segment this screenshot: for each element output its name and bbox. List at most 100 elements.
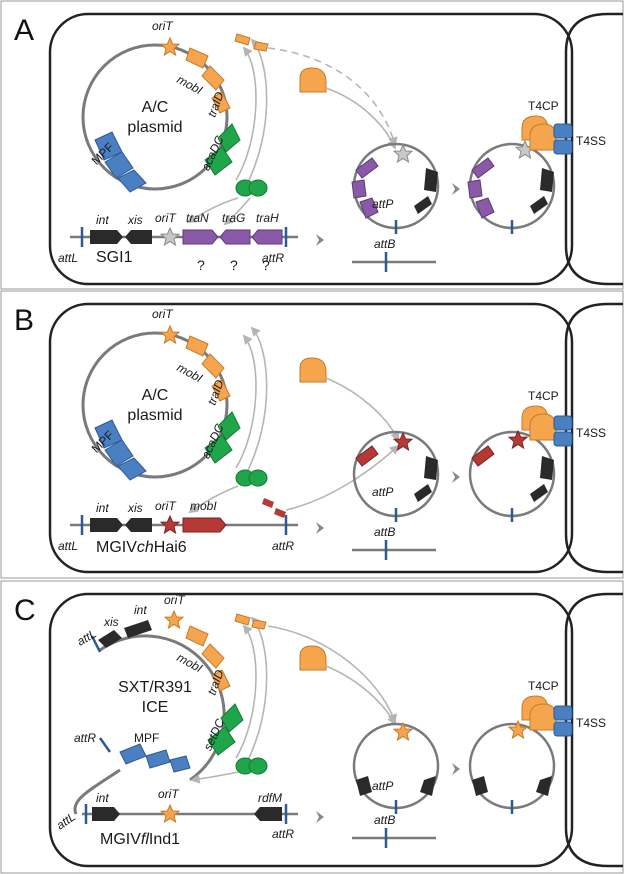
- attr-label-c1: attR: [74, 731, 96, 745]
- mpf-gene-b2: [104, 439, 134, 467]
- arrow-c1: [235, 624, 257, 759]
- transfer-rdfm-c: [536, 776, 552, 796]
- mobi-island-gene-b: [182, 517, 227, 533]
- transfer-mobi-b: [471, 445, 495, 467]
- orit-label-a: oriT: [152, 19, 174, 33]
- setdc-gene-c1: [207, 726, 236, 756]
- question-a1: ?: [197, 257, 205, 273]
- int-gene-a: [90, 230, 123, 244]
- int-island-gene-c: [92, 807, 120, 821]
- t4ss-b1: [553, 415, 573, 431]
- int-label-c: int: [134, 603, 147, 617]
- t4ss-a2: [553, 139, 573, 155]
- tran-label-a: traN: [186, 211, 209, 225]
- excised-tra-a2: [351, 179, 367, 199]
- chevron-b1-icon: [316, 522, 324, 534]
- excised-int-a: [424, 168, 438, 192]
- trah-gene-a: [251, 229, 283, 245]
- mpf-gene-b3: [117, 457, 147, 481]
- chevron-b2-icon: [452, 471, 460, 483]
- mpf-gene-a3: [117, 169, 147, 193]
- arrow-c4: [267, 625, 397, 724]
- excised-xis-a: [414, 196, 432, 214]
- question-a3: ?: [262, 257, 270, 273]
- transfer-int-b: [540, 456, 554, 480]
- traid-protein-c: [299, 645, 327, 671]
- traid-gene-c1: [201, 643, 225, 669]
- arrow-c3: [190, 771, 239, 784]
- transfer-tra-a2: [467, 179, 483, 199]
- transfer-xis-a: [530, 196, 548, 214]
- attr-label-c2: attR: [272, 827, 294, 841]
- panel-a-letter: A: [14, 14, 34, 47]
- t4cp-label-b: T4CP: [528, 389, 559, 403]
- setdc-protein-c2: [248, 757, 268, 775]
- arrow-b3: [188, 485, 239, 514]
- xis-label-a: xis: [127, 213, 143, 227]
- t4ss-a1: [553, 123, 573, 139]
- excised-mobi-b: [355, 445, 379, 467]
- panel-a: A MPF acaDC mobI traID oriT A/C plasmid: [0, 0, 624, 290]
- panel-c: C attL xis int oriT mobI traID setDC MPF…: [0, 580, 624, 874]
- arrow-b5: [285, 444, 400, 511]
- t4ss-c1: [553, 705, 573, 721]
- ice-name-c-line1: SXT/R391: [118, 679, 192, 696]
- acadc-protein-b2: [248, 469, 268, 487]
- transfer-int-c: [472, 776, 488, 796]
- attr-site-c1: [98, 737, 112, 753]
- transfer-int-a: [540, 168, 554, 192]
- attr-label-a: attR: [262, 251, 284, 265]
- question-a2: ?: [230, 257, 238, 273]
- ice-name-c-line2: ICE: [142, 699, 169, 716]
- int-label-a: int: [96, 213, 109, 227]
- xis-label-c: xis: [103, 615, 119, 629]
- xis-gene-a: [125, 230, 152, 244]
- donor-cell-b: [48, 302, 574, 574]
- mpf-gene-a2: [104, 151, 134, 179]
- xis-label-b: xis: [127, 501, 143, 515]
- transfer-tra-a3: [475, 197, 495, 219]
- excised-int-c: [356, 776, 372, 796]
- rdfm-gene-c: [254, 807, 282, 821]
- orit-island-label-c: oriT: [158, 787, 180, 801]
- acadc-gene-b2: [217, 411, 241, 441]
- ice-c-backbone: [99, 634, 226, 782]
- chevron-a2-icon: [452, 183, 460, 195]
- traid-gene-a1: [201, 65, 225, 91]
- traid-protein-b: [299, 357, 327, 383]
- mobi-protein-c1: [234, 613, 251, 626]
- mobi-island-label-b: mobI: [190, 499, 217, 513]
- panel-b-letter: B: [14, 304, 34, 337]
- arrow-b4: [325, 377, 400, 442]
- mpf-gene-c3: [169, 755, 191, 773]
- traid-protein-a: [299, 67, 327, 93]
- t4ss-label-a: T4SS: [576, 134, 606, 148]
- plasmid-name-b-line1: A/C: [142, 387, 169, 404]
- excised-int-b: [424, 456, 438, 480]
- plasmid-name-a-line1: A/C: [142, 99, 169, 116]
- t4ss-b2: [553, 431, 573, 447]
- arrow-c5: [325, 665, 396, 726]
- island-name-c: MGIVflInd1: [100, 831, 180, 848]
- trag-gene-a: [219, 229, 251, 245]
- int-label-b: int: [96, 501, 109, 515]
- t4cp-protein-a2: [529, 123, 557, 151]
- t4cp-protein-b2: [529, 413, 557, 441]
- excised-rdfm-c: [420, 776, 436, 796]
- acadc-protein-a2: [248, 179, 268, 197]
- mobi-protein-b2: [274, 508, 286, 518]
- island-name-b: MGIVchHai6: [96, 539, 187, 556]
- plasmid-name-a-line2: plasmid: [127, 119, 182, 136]
- excised-tra-a3: [359, 197, 379, 219]
- attl-label-b: attL: [58, 539, 78, 553]
- arrow-b1: [235, 334, 257, 469]
- xis-gene-c: [98, 630, 122, 648]
- transfer-tra-a1: [471, 157, 495, 179]
- trag-label-a: traG: [222, 211, 245, 225]
- attb-label-a: attB: [374, 237, 395, 251]
- chevron-c1-icon: [316, 811, 324, 823]
- island-name-c-ital: fl: [141, 831, 149, 848]
- setdc-gene-c2: [220, 703, 244, 733]
- dashed-arrow-a: [267, 47, 398, 147]
- island-name-b-post: Hai6: [154, 539, 187, 556]
